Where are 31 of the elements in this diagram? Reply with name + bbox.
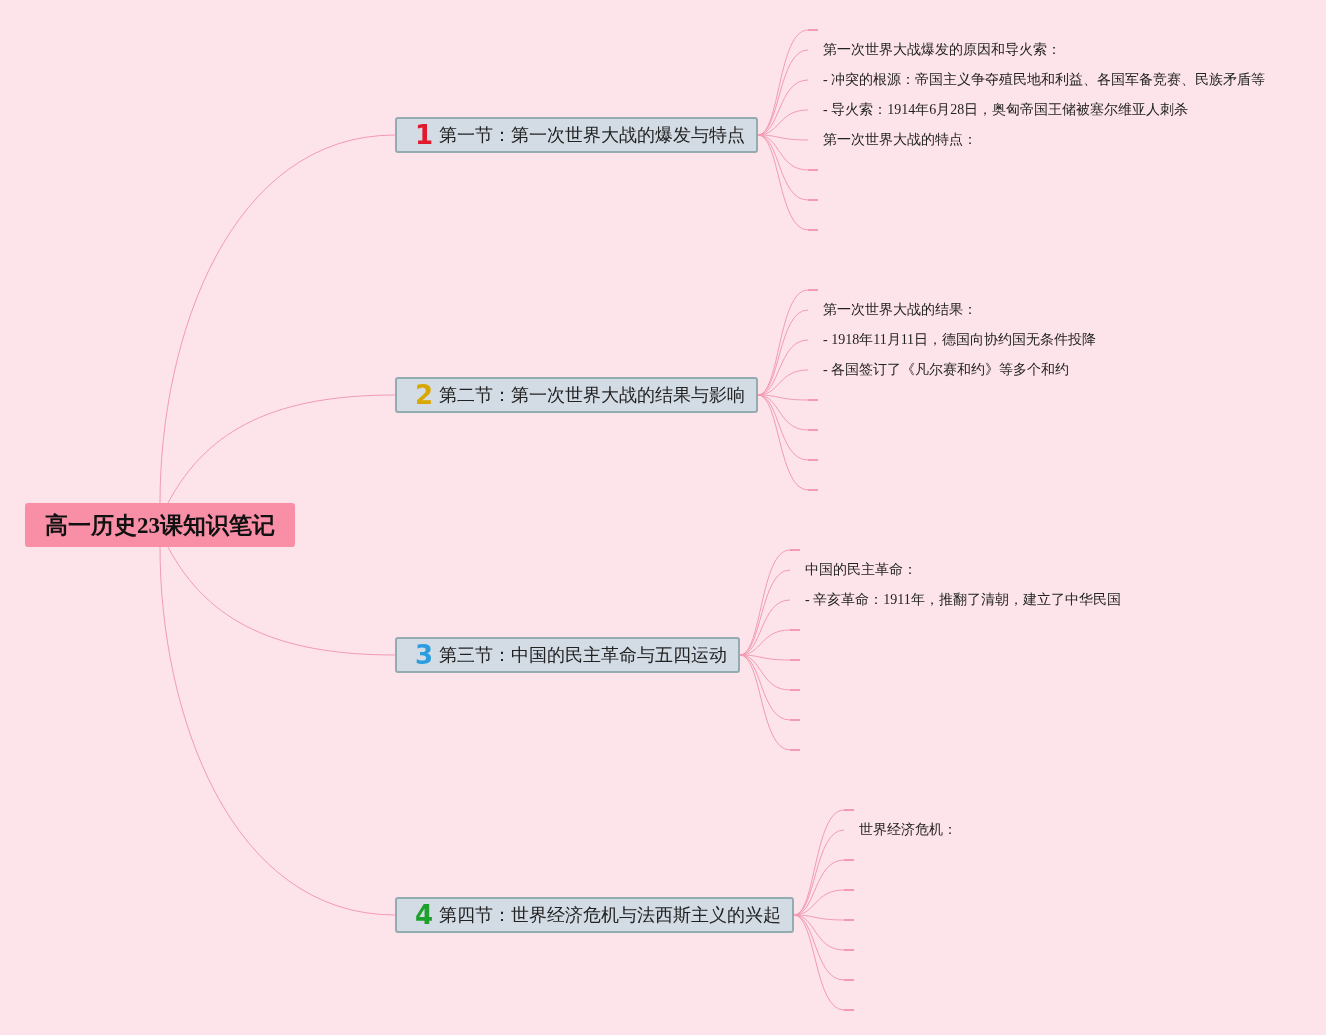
note-text: 第一次世界大战爆发的原因和导火索：	[808, 40, 1061, 60]
branch-line	[757, 134, 809, 231]
topic-box	[395, 637, 740, 673]
branch-line	[159, 134, 396, 504]
note-text: 第一次世界大战的结果：	[808, 300, 977, 320]
note-text: 世界经济危机：	[844, 820, 957, 840]
central-topic-box: 高一历史23课知识笔记	[25, 503, 295, 547]
topic-title: 第三节：中国的民主革命与五四运动	[439, 644, 728, 667]
number-label: 3	[415, 642, 434, 668]
topic-box	[395, 897, 794, 933]
number-label: 2	[415, 382, 434, 408]
branch-line	[159, 546, 396, 916]
note-text: - 冲突的根源：帝国主义争夺殖民地和利益、各国军备竞赛、民族矛盾等	[808, 70, 1266, 90]
number-label: 4	[415, 902, 434, 928]
topic-title: 第二节：第一次世界大战的结果与影响	[439, 384, 746, 407]
branch-line	[793, 914, 845, 1011]
note-text: - 辛亥革命：1911年，推翻了清朝，建立了中华民国	[790, 590, 1121, 610]
topic-box	[395, 117, 758, 153]
note-text: - 导火索：1914年6月28日，奥匈帝国王储被塞尔维亚人刺杀	[808, 100, 1189, 120]
note-text: - 1918年11月11日，德国向协约国无条件投降	[808, 330, 1097, 350]
branch-line	[167, 394, 396, 504]
topic-title: 第四节：世界经济危机与法西斯主义的兴起	[439, 904, 782, 927]
note-text: - 各国签订了《凡尔赛和约》等多个和约	[808, 360, 1070, 380]
topic-box	[395, 377, 758, 413]
branch-line	[739, 654, 791, 751]
topic-title: 第一节：第一次世界大战的爆发与特点	[439, 124, 746, 147]
note-text: 中国的民主革命：	[790, 560, 917, 580]
branch-line	[167, 546, 396, 656]
note-text: 第一次世界大战的特点：	[808, 130, 977, 150]
branch-line	[757, 394, 809, 491]
number-label: 1	[415, 122, 434, 148]
